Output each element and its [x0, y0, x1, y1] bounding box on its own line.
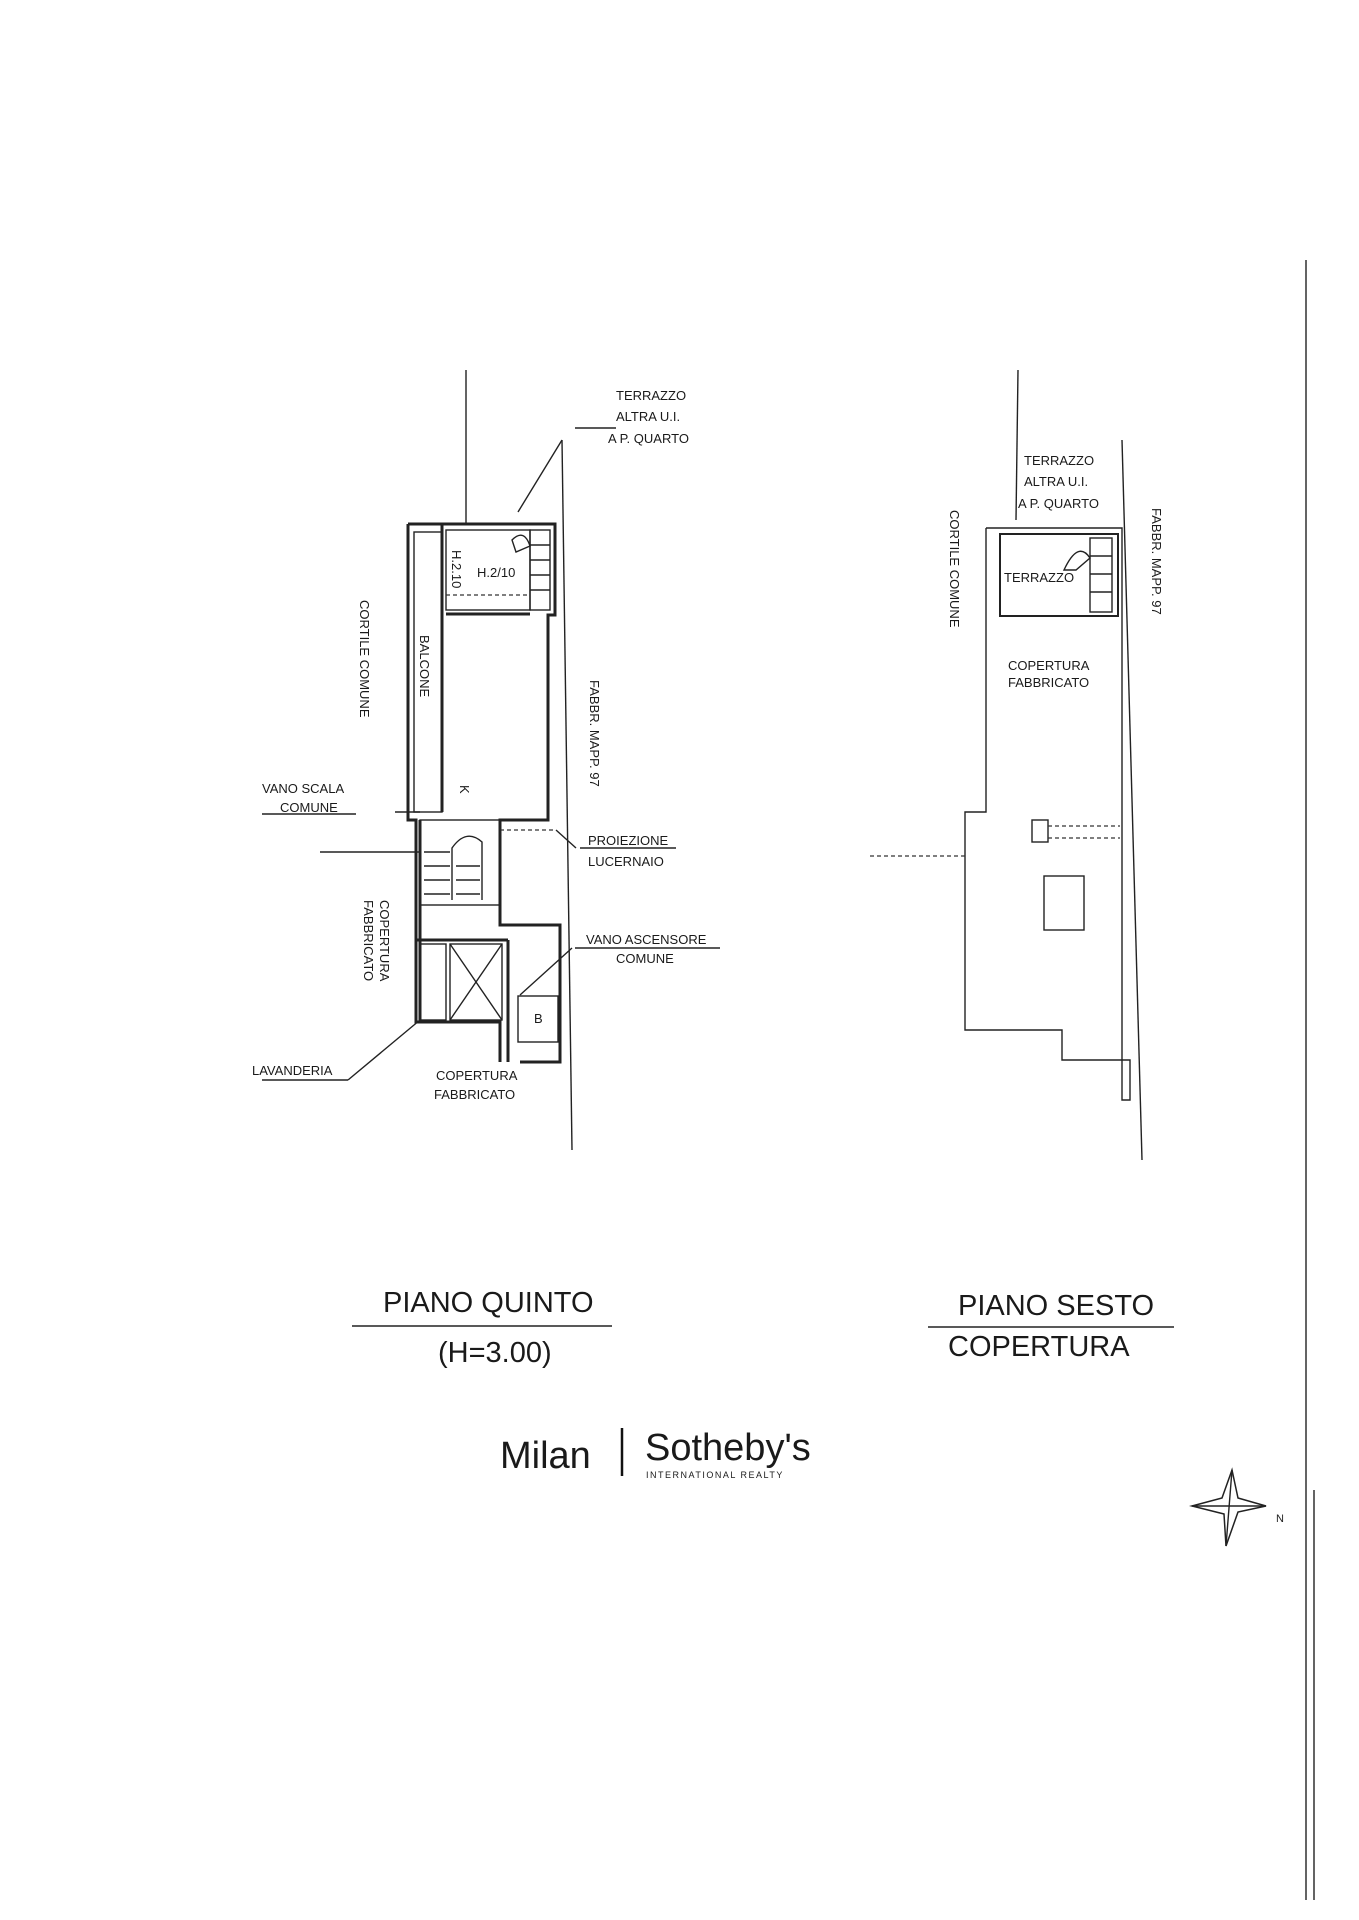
terrazzo-room — [999, 533, 1119, 617]
label-fabbricato: FABBRICATO — [1008, 675, 1089, 690]
logo-tagline: INTERNATIONAL REALTY — [646, 1470, 784, 1480]
elevator-cross — [449, 943, 503, 1021]
common-stair-spiral — [451, 835, 483, 900]
label-lucernaio: LUCERNAIO — [588, 854, 664, 869]
spiral-stair — [1062, 550, 1091, 571]
label-ap-quarto: A P. QUARTO — [1018, 496, 1099, 511]
terrazzo-stair — [1089, 537, 1113, 613]
label-vano-scala-comune: COMUNE — [280, 800, 338, 815]
label-fabbr-mapp-97: FABBR. MAPP. 97 — [587, 680, 602, 787]
outer-wall — [406, 524, 502, 1062]
plan-piano-quinto: TERRAZZO ALTRA U.I. A P. QUARTO H.2.10 H… — [252, 370, 720, 1369]
label-k: K — [457, 785, 472, 794]
logo-brand: Sotheby's — [645, 1427, 811, 1469]
label-h210-vertical: H.2.10 — [449, 550, 464, 588]
label-vano-ascensore-comune: COMUNE — [616, 951, 674, 966]
sothebys-logo: Milan Sotheby's INTERNATIONAL REALTY — [500, 1427, 811, 1480]
leader-line — [347, 1019, 421, 1081]
label-ap-quarto: A P. QUARTO — [608, 431, 689, 446]
spiral-stair — [511, 534, 531, 553]
plan-title-piano-sesto: PIANO SESTO — [958, 1290, 1154, 1322]
label-balcone: BALCONE — [417, 635, 432, 697]
label-terrazzo: TERRAZZO — [616, 388, 686, 403]
label-altra-ui: ALTRA U.I. — [1024, 474, 1088, 489]
outer-wall — [408, 522, 562, 1064]
label-copertura-vertical: COPERTURA — [377, 900, 392, 982]
boundary-line — [561, 439, 573, 1151]
plan-title-piano-quinto: PIANO QUINTO — [383, 1287, 594, 1319]
label-copertura: COPERTURA — [1008, 658, 1090, 673]
boundary-line — [1015, 369, 1019, 521]
elevator-shaft — [449, 943, 503, 1021]
plan-subtitle-height: (H=3.00) — [438, 1337, 552, 1369]
label-fabbricato: FABBRICATO — [434, 1087, 515, 1102]
north-compass: N — [1189, 1467, 1284, 1547]
lavanderia-room — [419, 943, 447, 1021]
skylight-small — [1031, 819, 1049, 843]
label-b: B — [534, 1011, 543, 1026]
compass-north-letter: N — [1276, 1513, 1284, 1525]
plan-piano-sesto: TERRAZZO ALTRA U.I. A P. QUARTO CORTILE … — [870, 369, 1174, 1363]
label-vano-ascensore: VANO ASCENSORE — [586, 932, 707, 947]
label-cortile-comune: CORTILE COMUNE — [947, 510, 962, 628]
label-copertura: COPERTURA — [436, 1068, 518, 1083]
label-vano-scala: VANO SCALA — [262, 781, 344, 796]
boundary-line — [1121, 439, 1143, 1161]
terrazzo-leader-line — [517, 439, 563, 513]
room-b — [517, 995, 559, 1043]
stair-top — [529, 529, 551, 611]
common-stair-well — [419, 819, 501, 906]
label-terrazzo-room: TERRAZZO — [1004, 570, 1074, 585]
skylight-large — [1043, 875, 1085, 931]
label-fabbricato-vertical: FABBRICATO — [361, 900, 376, 981]
label-altra-ui: ALTRA U.I. — [616, 409, 680, 424]
leader-line — [519, 947, 573, 996]
leader-line — [555, 829, 577, 849]
logo-city: Milan — [500, 1435, 591, 1477]
label-cortile-comune: CORTILE COMUNE — [357, 600, 372, 718]
label-fabbr-mapp-97: FABBR. MAPP. 97 — [1149, 508, 1164, 615]
label-terrazzo-top: TERRAZZO — [1024, 453, 1094, 468]
label-proiezione: PROIEZIONE — [588, 833, 669, 848]
plan-subtitle-copertura: COPERTURA — [948, 1331, 1130, 1363]
roof-outline — [964, 527, 1131, 1101]
label-lavanderia: LAVANDERIA — [252, 1063, 333, 1078]
compass-axis — [1225, 1469, 1233, 1547]
label-h210: H.2/10 — [477, 565, 515, 580]
